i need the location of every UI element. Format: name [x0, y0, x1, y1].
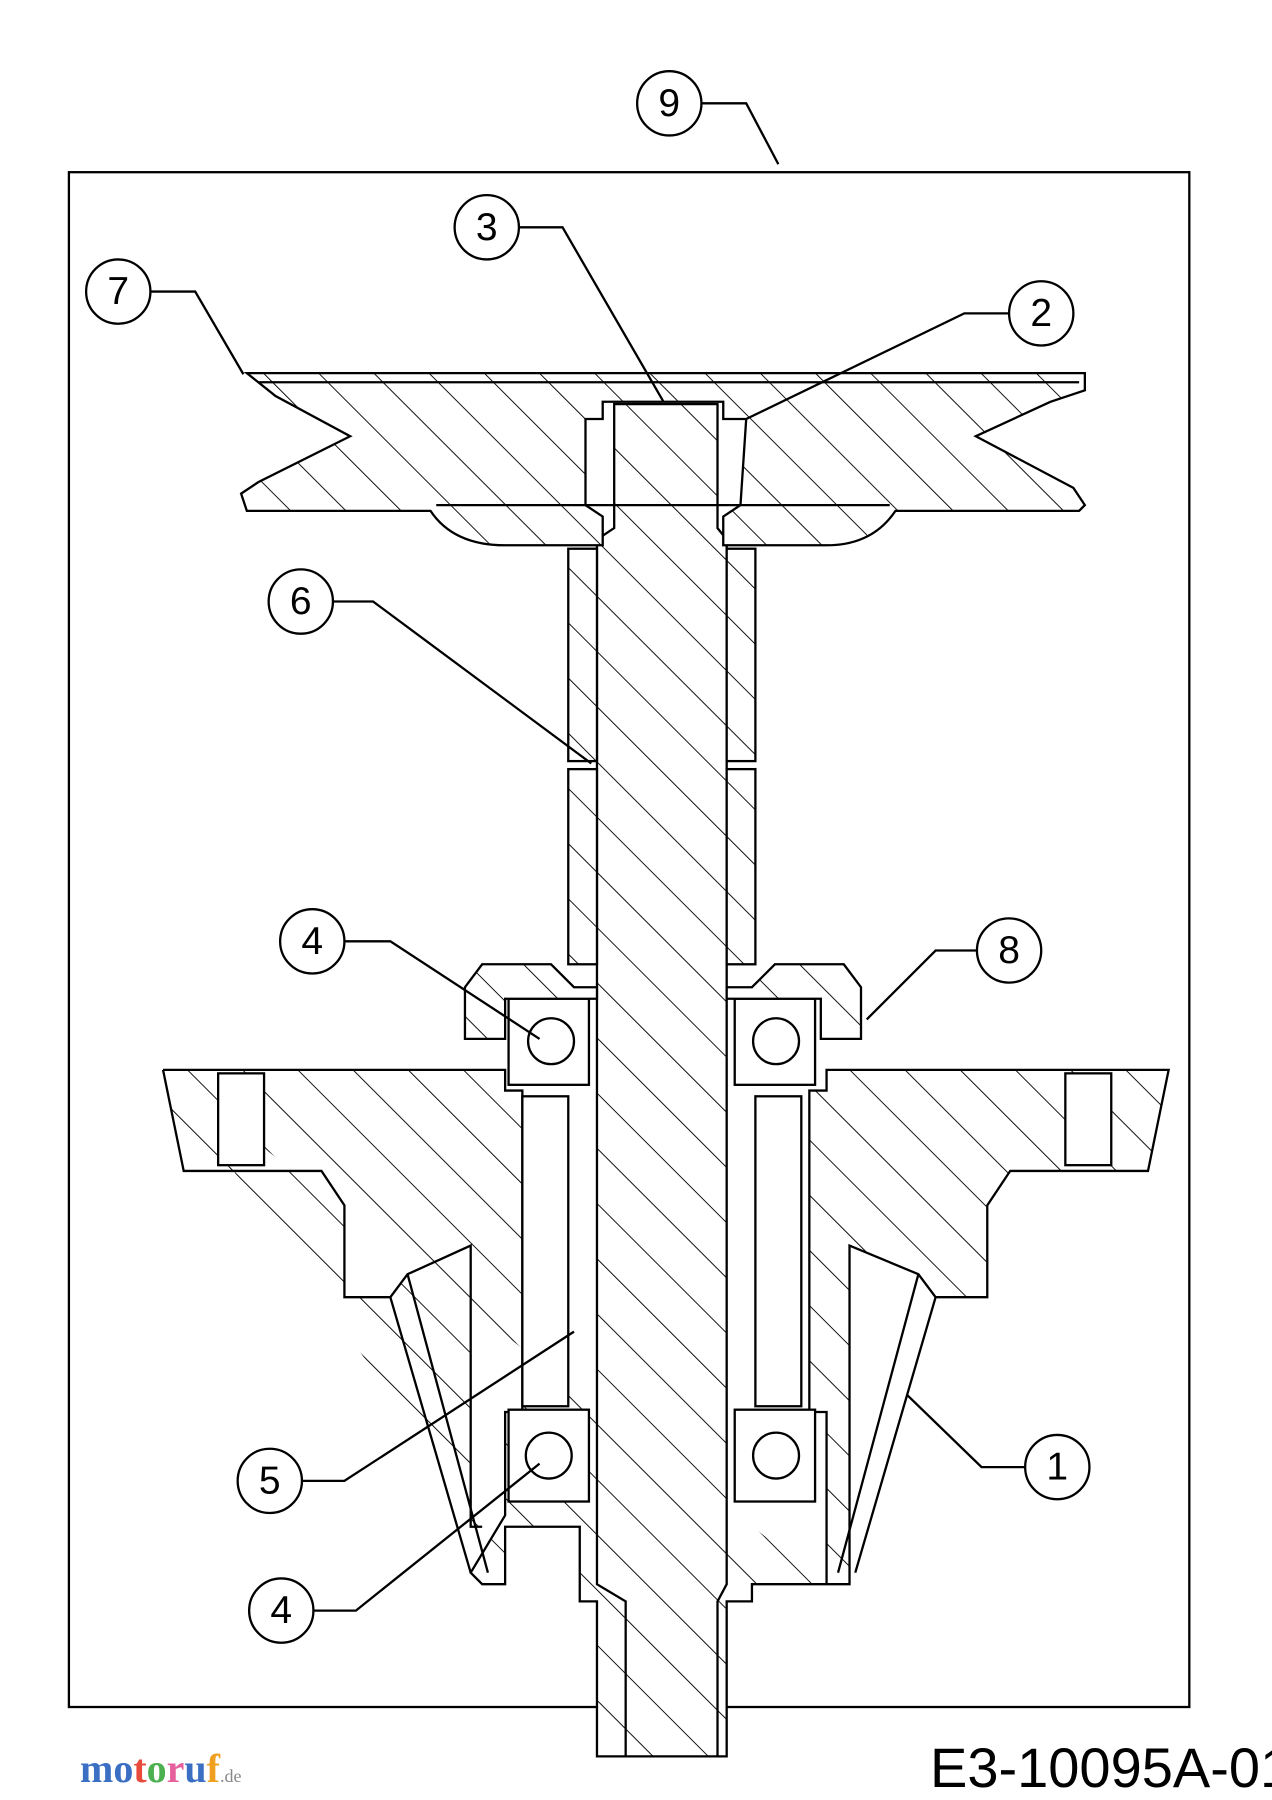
callout-1: 1 — [1046, 1446, 1068, 1489]
spindle-shaft — [595, 402, 728, 1758]
callout-2: 2 — [1030, 292, 1052, 335]
pulley — [239, 371, 1087, 547]
callout-6: 6 — [290, 580, 312, 623]
spindle-housing — [161, 1068, 1171, 1758]
callout-9: 9 — [658, 82, 680, 125]
housing-cone-right — [836, 1273, 937, 1574]
bearing-spacer-right — [754, 1095, 803, 1408]
callout-5: 5 — [259, 1459, 281, 1502]
watermark-letter: o — [146, 1746, 167, 1791]
bearing-ball — [526, 1017, 576, 1066]
watermark-letter: t — [133, 1746, 147, 1791]
bearing-ball — [524, 1431, 573, 1480]
watermark-letter: f — [206, 1746, 220, 1791]
callout-4-bottom: 4 — [270, 1589, 292, 1632]
mount-hole-left — [216, 1072, 266, 1167]
callout-8: 8 — [998, 929, 1020, 972]
mount-hole-right — [1064, 1072, 1113, 1167]
watermark-logo: motoruf.de — [80, 1746, 242, 1791]
callout-3: 3 — [476, 206, 498, 249]
spacer-lower-right — [725, 767, 757, 966]
watermark-letter: r — [166, 1746, 185, 1791]
housing-cone-left — [389, 1273, 490, 1574]
callout-4-top: 4 — [301, 920, 323, 963]
drawing-code: E3-10095A-01 — [930, 1736, 1272, 1799]
callouts: 9 3 7 2 6 4 8 1 5 4 — [84, 70, 1091, 1644]
bearing-ball — [751, 1017, 801, 1066]
watermark-letter: m — [80, 1746, 114, 1791]
watermark-letter: o — [113, 1746, 134, 1791]
spacer-upper-right — [725, 547, 757, 763]
bearing-spacer-left — [521, 1095, 570, 1408]
watermark-letter: u — [184, 1746, 207, 1791]
bearing-ball — [751, 1431, 801, 1480]
spacer-lower-left — [567, 767, 599, 966]
bearing-cap-left — [463, 963, 599, 1041]
bearing-cap-right — [725, 963, 863, 1041]
callout-7: 7 — [107, 270, 129, 313]
spacer-upper-left — [567, 547, 599, 763]
